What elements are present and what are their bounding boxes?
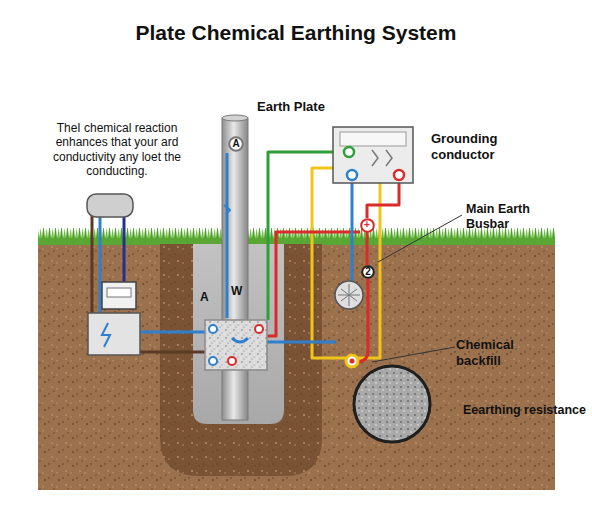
- junction-ring: [346, 355, 358, 367]
- part-label: Eearthing resistance: [463, 403, 587, 418]
- lightning-symbol: [102, 323, 110, 347]
- part-label: Grounding conductor: [431, 131, 513, 162]
- terminal: [394, 170, 404, 180]
- terminal: [344, 147, 354, 157]
- panel-icon: [372, 150, 392, 166]
- part-label: Earth Plate: [257, 99, 347, 115]
- socket-cover: [87, 194, 133, 217]
- circle-shape: [361, 219, 374, 232]
- part-label: A: [200, 290, 216, 304]
- callout-number: +: [364, 220, 370, 230]
- gauge: [335, 281, 363, 309]
- red-wire: [366, 232, 369, 265]
- yellow-wire: [312, 168, 346, 358]
- leader-line: [378, 215, 462, 262]
- soil-texture: [38, 243, 555, 490]
- callout-number: 2: [365, 267, 371, 277]
- blue-wire: [351, 176, 354, 281]
- gauge-dial: [335, 281, 363, 309]
- plate-box: [205, 320, 267, 370]
- callout-number: A: [232, 139, 239, 149]
- pipe-body: [222, 118, 248, 420]
- soil-body: [38, 243, 555, 490]
- terminal: [347, 170, 357, 180]
- callout-circle: 2: [361, 265, 375, 279]
- terminal: [228, 357, 236, 365]
- soil: [38, 243, 555, 490]
- part-label: W: [231, 284, 247, 298]
- earth-pipe: [222, 115, 248, 420]
- control-panel: [333, 127, 413, 183]
- circle-shape: [362, 266, 374, 278]
- blue-wire: [264, 341, 336, 344]
- circle-shape: [229, 137, 243, 151]
- callout-circle: A: [228, 136, 244, 152]
- panel-strip: [340, 132, 406, 146]
- part-label: Chemical backfill: [456, 337, 532, 368]
- earth-plate: [205, 320, 267, 370]
- terminal: [209, 325, 217, 333]
- part-label: TheI chemical reaction enhances that you…: [46, 121, 188, 179]
- meter-display: [107, 288, 131, 297]
- busbar-junction: [346, 355, 358, 367]
- meter-box: [102, 282, 136, 309]
- callout-circle: +: [360, 218, 375, 233]
- navy-wire: [123, 216, 126, 282]
- terminal: [209, 357, 217, 365]
- blue-wire: [226, 153, 229, 318]
- gauge-mesh: [338, 284, 360, 306]
- diagram-title: Plate Chemical Earthing System: [0, 20, 592, 45]
- current-arrow: [224, 205, 230, 214]
- resistance-sample: [354, 366, 430, 442]
- switch-box: [88, 313, 140, 355]
- backfill-sample: [354, 366, 430, 442]
- pipe-top: [222, 115, 248, 121]
- leader-line: [372, 347, 455, 362]
- terminal: [255, 325, 263, 333]
- junction-core: [350, 359, 355, 364]
- leader-lines: [372, 215, 462, 362]
- left-equipment: [87, 194, 140, 355]
- plate-link: [232, 338, 248, 342]
- part-label: Main Earth Busbar: [466, 202, 552, 232]
- panel-box: [333, 127, 413, 183]
